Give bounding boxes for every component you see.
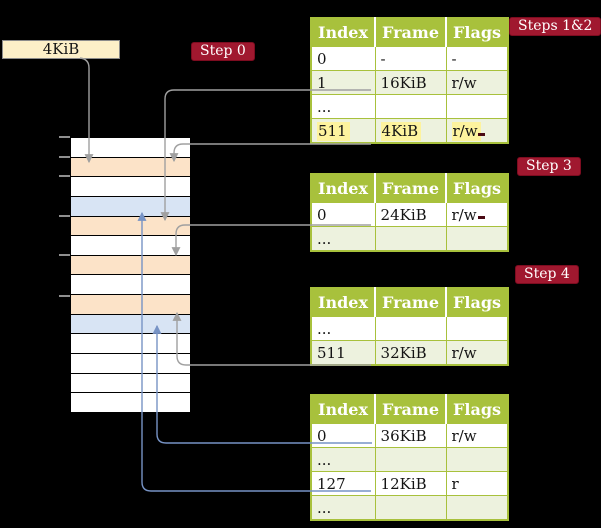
table-header-row: Index Frame Flags — [311, 395, 509, 424]
memory-frame-row — [71, 314, 190, 335]
table-row: 0 24KiB r/w — [310, 202, 509, 227]
table-row: ... — [310, 495, 509, 521]
table-row: 0 36KiB r/w — [310, 423, 509, 448]
table-header-row: Index Frame Flags — [311, 18, 509, 47]
table-header-row: Index Frame Flags — [311, 174, 509, 203]
connector-stub — [478, 216, 485, 219]
column-header-index: Index — [311, 174, 376, 203]
memory-frame-row — [71, 393, 190, 412]
memory-frame-row — [71, 354, 190, 374]
table-row: 511 32KiB r/w — [310, 340, 509, 366]
axis-tick — [59, 254, 70, 256]
table1: Index Frame Flags 0 - - 1 16KiB r/w ... … — [310, 17, 510, 144]
memory-frame-row — [71, 255, 190, 276]
column-header-flags: Flags — [445, 395, 509, 424]
memory-frame-row — [71, 157, 190, 178]
axis-tick — [59, 156, 70, 158]
column-header-index: Index — [311, 18, 376, 47]
table-row-highlighted: 511 4KiB r/w — [310, 118, 509, 144]
column-header-frame: Frame — [374, 174, 447, 203]
column-header-index: Index — [311, 395, 376, 424]
column-header-frame: Frame — [374, 18, 447, 47]
table-row: 0 - - — [310, 46, 509, 71]
column-header-flags: Flags — [445, 18, 509, 47]
steps-1-2-label: Steps 1&2 — [509, 17, 601, 36]
axis-tick — [59, 215, 70, 217]
memory-frame-row — [71, 177, 190, 197]
memory-frame-row — [71, 236, 190, 256]
memory-frame-row — [71, 334, 190, 355]
connector-stub — [478, 133, 485, 136]
column-header-frame: Frame — [374, 288, 447, 317]
step-4-label: Step 4 — [515, 265, 579, 284]
memory-stack — [70, 137, 191, 413]
arrow-table1-entry511-to-frame-4kib — [169, 143, 371, 163]
table3: Index Frame Flags ... 511 32KiB r/w — [310, 287, 510, 366]
memory-frame-row — [71, 216, 190, 237]
column-header-flags: Flags — [445, 288, 509, 317]
table-row: ... — [310, 226, 509, 252]
frame-size-box: 4KiB — [2, 40, 120, 59]
table-row: ... — [310, 94, 509, 119]
column-header-frame: Frame — [374, 395, 447, 424]
table2: Index Frame Flags 0 24KiB r/w ... — [310, 173, 510, 252]
memory-frame-row — [71, 138, 190, 158]
memory-frame-row — [71, 196, 190, 217]
table-row: ... — [310, 316, 509, 341]
memory-frame-row — [71, 373, 190, 394]
axis-tick — [59, 295, 70, 297]
step-0-label: Step 0 — [191, 42, 255, 61]
table-row: 127 12KiB r — [310, 471, 509, 496]
column-header-flags: Flags — [445, 174, 509, 203]
axis-tick — [59, 136, 70, 138]
table-row: 1 16KiB r/w — [310, 70, 509, 95]
memory-frame-row — [71, 295, 190, 315]
table4: Index Frame Flags 0 36KiB r/w ... 127 12… — [310, 394, 510, 521]
column-header-index: Index — [311, 288, 376, 317]
table-row: ... — [310, 447, 509, 472]
axis-tick — [59, 175, 70, 177]
table-header-row: Index Frame Flags — [311, 288, 509, 317]
memory-frame-row — [71, 275, 190, 296]
step-3-label: Step 3 — [517, 157, 581, 176]
